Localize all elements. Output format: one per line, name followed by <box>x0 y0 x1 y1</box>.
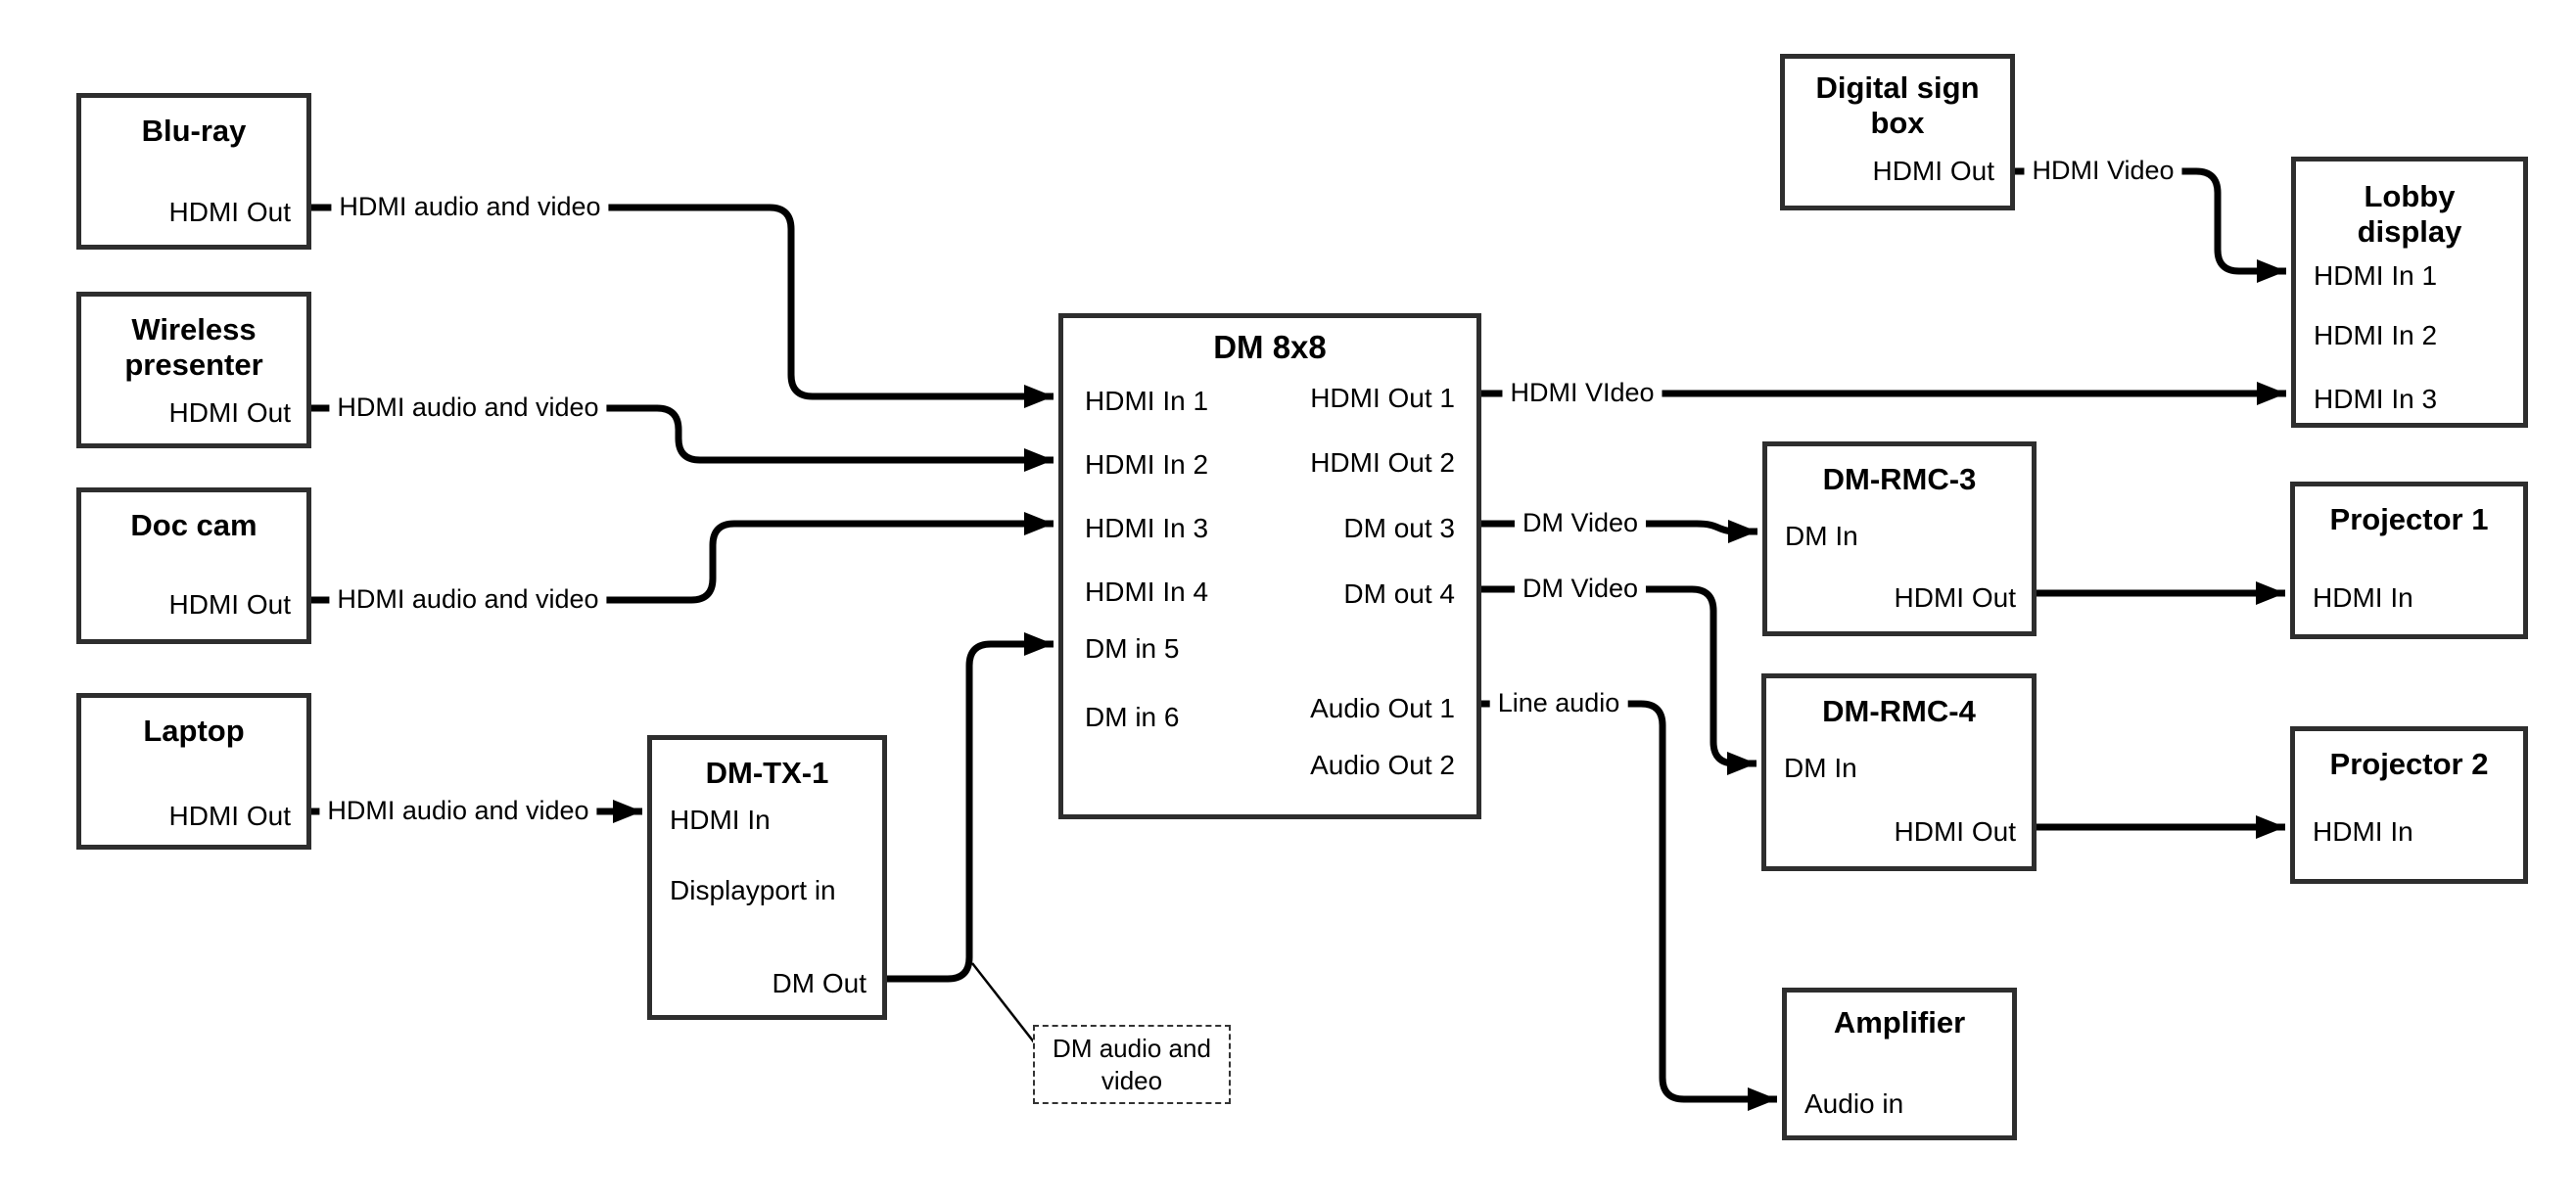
port-dm-out-3: DM out 3 <box>1343 513 1455 543</box>
node-title: DM-RMC-4 <box>1822 694 1976 728</box>
port-dm-in: DM In <box>1785 521 1858 551</box>
node-title: DM 8x8 <box>1213 329 1327 365</box>
port-hdmi-out: HDMI Out <box>1894 816 2016 847</box>
node-amplifier: Amplifier Audio in <box>1782 988 2017 1140</box>
port-hdmi-out-2: HDMI Out 2 <box>1310 447 1455 478</box>
wire-dm-out-4-to-rmc4 <box>1481 585 1756 775</box>
port-hdmi-in: HDMI In <box>2313 582 2413 613</box>
wire-label-dm-video-1: DM Video <box>1514 507 1647 540</box>
node-title: Wireless presenter <box>124 312 263 382</box>
port-hdmi-in-2: HDMI In 2 <box>1085 449 1209 480</box>
port-hdmi-out: HDMI Out <box>168 589 291 620</box>
wire-label-hdmi-audio-video-1: HDMI audio and video <box>331 191 609 224</box>
node-title: DM-RMC-3 <box>1822 462 1977 496</box>
port-hdmi-out-1: HDMI Out 1 <box>1310 383 1455 413</box>
port-hdmi-in-1: HDMI In 1 <box>2314 260 2438 291</box>
wire-label-hdmi-video-out1: HDMI VIdeo <box>1502 377 1663 410</box>
node-title: Lobby display <box>2357 179 2462 249</box>
port-hdmi-in-1: HDMI In 1 <box>1085 386 1209 416</box>
port-hdmi-in-3: HDMI In 3 <box>2314 384 2438 414</box>
port-hdmi-in-4: HDMI In 4 <box>1085 577 1209 607</box>
port-audio-out-2: Audio Out 2 <box>1310 750 1455 780</box>
port-hdmi-out: HDMI Out <box>168 197 291 227</box>
port-hdmi-out: HDMI Out <box>1894 582 2016 613</box>
wire-doccam-to-hdmi-in-3 <box>311 512 1054 604</box>
port-hdmi-out: HDMI Out <box>168 397 291 428</box>
wire-dmtx1-to-dm-in-5 <box>887 632 1054 983</box>
port-displayport-in: Displayport in <box>670 875 836 905</box>
port-audio-in: Audio in <box>1804 1088 1904 1119</box>
wire-label-dm-video-2: DM Video <box>1514 573 1647 606</box>
node-laptop: Laptop HDMI Out <box>76 693 311 850</box>
port-dm-in-6: DM in 6 <box>1085 702 1180 732</box>
node-title: Digital sign box <box>1815 70 1980 140</box>
wire-label-hdmi-video-sign: HDMI Video <box>2024 155 2182 188</box>
port-audio-out-1: Audio Out 1 <box>1310 693 1455 723</box>
node-dm-rmc-4: DM-RMC-4 DM In HDMI Out <box>1761 673 2037 871</box>
wire-label-hdmi-audio-video-2: HDMI audio and video <box>329 392 607 425</box>
port-hdmi-in-2: HDMI In 2 <box>2314 320 2438 350</box>
node-title: Projector 2 <box>2329 747 2489 781</box>
port-hdmi-out: HDMI Out <box>168 801 291 831</box>
wire-label-hdmi-audio-video-3: HDMI audio and video <box>329 583 607 617</box>
node-lobby-display: Lobby display HDMI In 1 HDMI In 2 HDMI I… <box>2291 157 2528 428</box>
node-title: Amplifier <box>1833 1005 1966 1039</box>
wire-label-hdmi-audio-video-4: HDMI audio and video <box>319 795 597 828</box>
node-projector-1: Projector 1 HDMI In <box>2290 482 2528 639</box>
node-dm-tx-1: DM-TX-1 HDMI In Displayport in DM Out <box>647 735 887 1020</box>
wire-audio-out-1-to-amplifier <box>1481 700 1777 1111</box>
port-hdmi-in: HDMI In <box>670 805 771 835</box>
node-title: Doc cam <box>130 508 258 542</box>
node-dm-8x8: DM 8x8 HDMI In 1 HDMI In 2 HDMI In 3 HDM… <box>1058 313 1481 819</box>
node-title: Laptop <box>143 714 245 748</box>
wire-label-line-audio: Line audio <box>1489 687 1628 720</box>
port-hdmi-out: HDMI Out <box>1872 156 1994 186</box>
node-digital-sign-box: Digital sign box HDMI Out <box>1780 54 2015 210</box>
wire-bluray-to-hdmi-in-1 <box>311 204 1054 408</box>
port-dm-in-5: DM in 5 <box>1085 633 1180 664</box>
node-blu-ray: Blu-ray HDMI Out <box>76 93 311 250</box>
node-title: Projector 1 <box>2329 502 2489 536</box>
wire-dm-out-3-to-rmc3 <box>1481 520 1757 543</box>
port-hdmi-in-3: HDMI In 3 <box>1085 513 1209 543</box>
port-dm-in: DM In <box>1784 753 1857 783</box>
annotation-leader-line <box>971 962 1036 1044</box>
node-dm-rmc-3: DM-RMC-3 DM In HDMI Out <box>1762 441 2037 636</box>
node-projector-2: Projector 2 HDMI In <box>2290 726 2528 884</box>
node-title: Blu-ray <box>141 114 247 148</box>
port-dm-out-4: DM out 4 <box>1343 578 1455 609</box>
node-title: DM-TX-1 <box>705 756 829 790</box>
port-hdmi-in: HDMI In <box>2313 816 2413 847</box>
wire-wireless-to-hdmi-in-2 <box>311 404 1054 472</box>
annotation-dm-audio-video: DM audio and video <box>1033 1025 1231 1104</box>
node-doc-cam: Doc cam HDMI Out <box>76 487 311 644</box>
wire-signbox-to-lobby-in-1 <box>2015 167 2286 283</box>
port-dm-out: DM Out <box>772 968 866 998</box>
node-wireless-presenter: Wireless presenter HDMI Out <box>76 292 311 448</box>
